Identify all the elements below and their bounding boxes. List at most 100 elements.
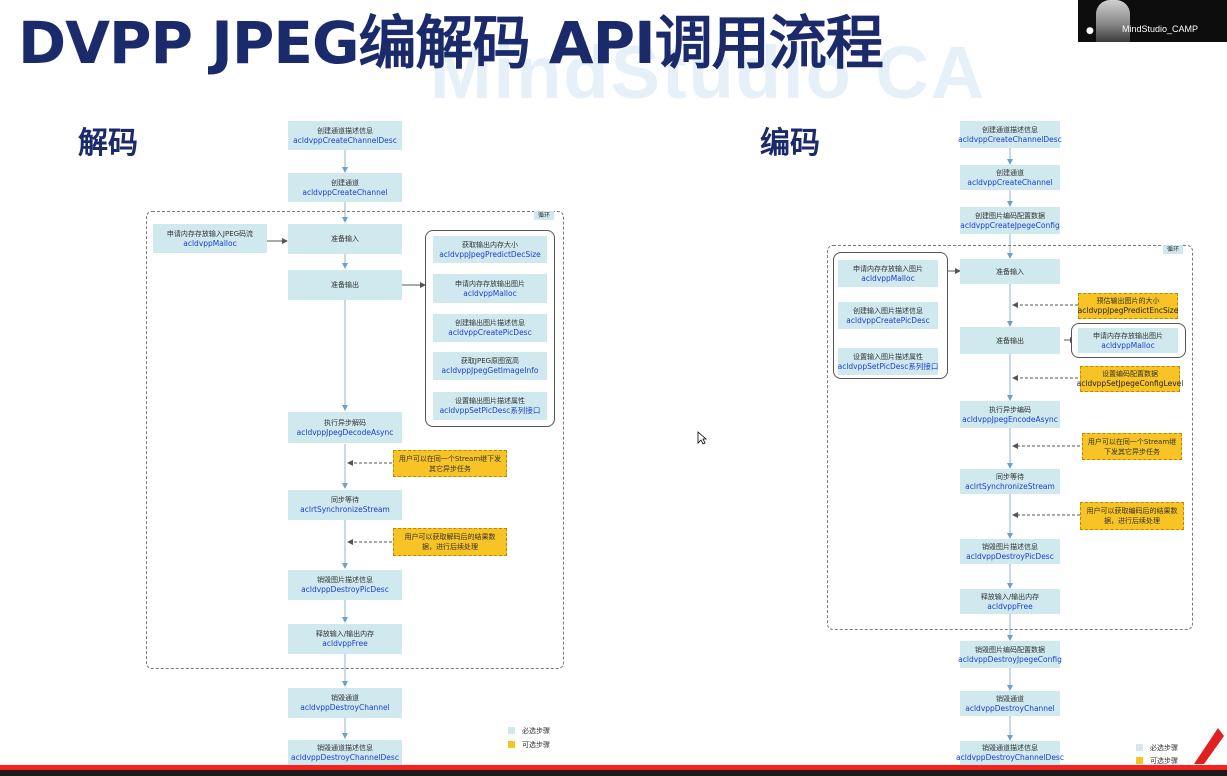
encode-step-prepare-input: 准备输入 <box>960 259 1060 284</box>
page-title: DVPP JPEG编解码 API调用流程 <box>18 9 884 77</box>
step-cn: 申请内存存放输出图片 <box>455 279 525 288</box>
video-participant-name: MindStudio_CAMP <box>1122 24 1199 34</box>
mouse-cursor-icon <box>697 431 707 445</box>
decode-step-create-channel-desc: 创建通道描述信息 acldvppCreateChannelDesc <box>288 121 402 150</box>
decode-step-get-image-info: 获取JPEG原图宽高 acldvppJpegGetImageInfo <box>433 352 547 380</box>
step-api: acldvppCreatePicDesc <box>846 315 930 325</box>
step-cn: 执行异步编码 <box>989 405 1031 414</box>
step-cn: 销毁通道 <box>331 694 359 702</box>
decode-step-create-channel: 创建通道 acldvppCreateChannel <box>288 173 402 202</box>
video-thumbnail[interactable]: ● MindStudio_CAMP <box>1078 0 1227 42</box>
step-api: acldvppDestroyPicDesc <box>301 585 389 594</box>
video-control-strip <box>0 770 1227 776</box>
watermark: MindStudio CA <box>430 31 987 114</box>
step-cn: 销毁通道描述信息 <box>982 744 1038 752</box>
encode-step-malloc-input: 申请内存存放输入图片 acldvppMalloc <box>838 260 938 287</box>
encode-step-create-channel-desc: 创建通道描述信息 acldvppCreateChannelDesc <box>958 121 1062 148</box>
decode-step-decode-async: 执行异步解码 acldvppJpegDecodeAsync <box>288 412 402 443</box>
step-api: acldvppCreatePicDesc <box>448 328 532 337</box>
encode-step-malloc-output: 申请内存存放输出图片 acldvppMalloc <box>1078 328 1178 353</box>
presenter-image <box>1096 0 1130 42</box>
step-api: acldvppSetJpegeConfigLevel <box>1076 379 1184 388</box>
step-api: acldvppSetPicDesc系列接口 <box>837 361 939 371</box>
step-api: aclrtSynchronizeStream <box>300 505 390 514</box>
step-cn: 准备输入 <box>996 267 1024 276</box>
video-progress-bar[interactable] <box>0 765 1227 770</box>
step-cn: 预估输出图片的大小 <box>1096 297 1160 305</box>
step-cn: 销毁图片描述信息 <box>317 576 373 584</box>
legend-optional-swatch <box>1136 757 1143 764</box>
encode-step-destroy-channel: 销毁通道 acldvppDestroyChannel <box>960 691 1060 716</box>
encode-loop-label: 循环 <box>1163 245 1184 254</box>
decode-loop-frame <box>146 211 564 669</box>
decode-step-set-pic-desc: 设置输出图片描述属性 acldvppSetPicDesc系列接口 <box>433 392 547 420</box>
encode-step-destroy-pic-desc: 销毁图片描述信息 acldvppDestroyPicDesc <box>960 539 1060 564</box>
encode-note-post: 用户可以获取编码后的结果数据，进行后续处理 <box>1080 502 1184 530</box>
encode-step-free: 释放输入/输出内存 acldvppFree <box>960 589 1060 614</box>
decode-note-stream: 用户可以在同一个Stream继下发其它异步任务 <box>393 450 507 477</box>
step-cn: 准备输出 <box>996 336 1024 345</box>
step-cn: 获取输出内存大小 <box>462 240 518 249</box>
step-cn: 创建输出图片描述信息 <box>455 319 525 327</box>
encode-section-title: 编码 <box>760 126 820 161</box>
encode-step-set-config: 设置编码配置数据 acldvppSetJpegeConfigLevel <box>1077 366 1183 392</box>
step-api: acldvppJpegEncodeAsync <box>962 414 1058 424</box>
step-api: acldvppCreateChannelDesc <box>958 134 1062 144</box>
step-api: acldvppCreateChannel <box>302 187 388 197</box>
encode-note-stream: 用户可以在同一个Stream继下发其它异步任务 <box>1082 433 1182 460</box>
step-cn: 准备输入 <box>331 235 359 243</box>
step-cn: 释放输入/输出内存 <box>315 630 375 638</box>
step-cn: 创建通道 <box>331 178 359 187</box>
encode-step-create-pic-desc: 创建输入图片描述信息 acldvppCreatePicDesc <box>838 302 938 329</box>
legend-required-label: 必选步骤 <box>522 727 550 735</box>
decode-step-prepare-output: 准备输出 <box>288 270 402 300</box>
decode-step-malloc-input: 申请内存存放输入JPEG码流 acldvppMalloc <box>153 224 267 253</box>
step-api: acldvppCreateChannel <box>967 177 1053 187</box>
step-cn: 申请内存存放输出图片 <box>1093 331 1163 340</box>
step-api: acldvppMalloc <box>183 238 237 248</box>
step-cn: 设置编码配置数据 <box>1102 370 1158 378</box>
step-cn: 销毁图片编码配置数据 <box>975 645 1045 654</box>
legend-optional-label: 可选步骤 <box>1150 757 1178 765</box>
step-cn: 创建输入图片描述信息 <box>853 306 923 315</box>
encode-step-sync: 同步等待 aclrtSynchronizeStream <box>960 469 1060 494</box>
step-api: acldvppDestroyJpegeConfig <box>958 654 1062 664</box>
decode-step-malloc-output: 申请内存存放输出图片 acldvppMalloc <box>433 274 547 303</box>
encode-step-encode-async: 执行异步编码 acldvppJpegEncodeAsync <box>960 401 1060 428</box>
step-api: acldvppJpegPredictEncSize <box>1077 306 1179 315</box>
step-api: acldvppDestroyPicDesc <box>966 551 1054 561</box>
decode-step-destroy-channel: 销毁通道 acldvppDestroyChannel <box>288 688 402 718</box>
encode-step-prepare-output: 准备输出 <box>960 327 1060 354</box>
step-cn: 用户可以获取编码后的结果数据，进行后续处理 <box>1086 507 1178 525</box>
step-cn: 用户可以在同一个Stream继下发其它异步任务 <box>398 454 502 473</box>
step-api: acldvppDestroyChannelDesc <box>956 753 1064 762</box>
step-cn: 申请内存存放输入JPEG码流 <box>166 229 254 238</box>
step-cn: 准备输出 <box>331 281 359 289</box>
step-api: aclrtSynchronizeStream <box>965 481 1055 491</box>
step-api: acldvppMalloc <box>861 273 915 283</box>
step-cn: 销毁通道描述信息 <box>317 744 373 752</box>
step-cn: 同步等待 <box>331 496 359 504</box>
step-api: acldvppFree <box>322 639 368 648</box>
decode-step-prepare-input: 准备输入 <box>288 224 402 254</box>
step-cn: 申请内存存放输入图片 <box>853 264 923 273</box>
step-api: acldvppDestroyChannel <box>965 703 1055 713</box>
step-cn: 创建通道描述信息 <box>982 125 1038 134</box>
legend-optional-swatch <box>508 741 515 748</box>
step-cn: 执行异步解码 <box>324 418 366 427</box>
step-api: acldvppFree <box>987 601 1033 611</box>
step-cn: 创建通道 <box>996 168 1024 177</box>
step-cn: 同步等待 <box>996 472 1024 481</box>
step-api: acldvppSetPicDesc系列接口 <box>439 406 541 415</box>
step-api: acldvppJpegDecodeAsync <box>296 427 394 437</box>
logo-mark-icon <box>1194 728 1224 764</box>
step-cn: 设置输出图片描述属性 <box>455 397 525 405</box>
step-cn: 创建通道描述信息 <box>317 126 373 135</box>
step-api: acldvppMalloc <box>1101 340 1155 350</box>
step-cn: 用户可以获取解码后的结果数据，进行后续处理 <box>404 533 496 551</box>
decode-note-post: 用户可以获取解码后的结果数据，进行后续处理 <box>393 528 507 556</box>
encode-step-destroy-channel-desc: 销毁通道描述信息 acldvppDestroyChannelDesc <box>956 741 1064 765</box>
encode-step-create-channel: 创建通道 acldvppCreateChannel <box>960 165 1060 190</box>
legend-optional-label: 可选步骤 <box>522 741 550 749</box>
step-api: acldvppDestroyChannelDesc <box>291 753 399 762</box>
